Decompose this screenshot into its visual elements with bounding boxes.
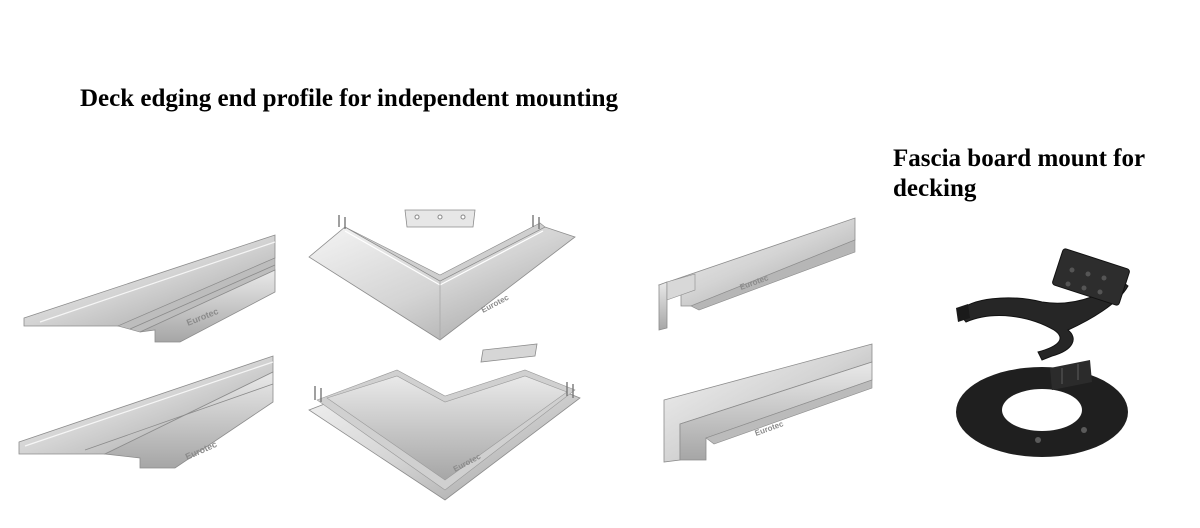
channel-profile-bottom-image: Eurotec <box>660 340 880 470</box>
edging-profile-bottom-left-image: Eurotec <box>15 350 280 475</box>
fascia-title-line-2: decking <box>893 175 977 202</box>
section-title-deck-edging: Deck edging end profile for independent … <box>80 85 619 112</box>
fascia-title-line-1: Fascia board mount for <box>893 145 1146 172</box>
section-title-fascia-mount: Fascia board mount for decking <box>893 144 1193 204</box>
corner-profile-bottom-image: Eurotec <box>305 340 590 505</box>
fascia-board-mount-image <box>950 248 1140 465</box>
angle-profile-top-image: Eurotec <box>655 210 860 335</box>
corner-profile-top-image: Eurotec <box>305 205 585 345</box>
edging-profile-top-left-image: Eurotec <box>20 230 280 345</box>
